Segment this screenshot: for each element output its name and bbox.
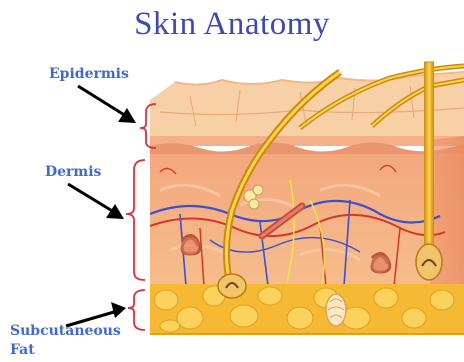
- pointer-arrows: [66, 86, 136, 326]
- dermis-arrow: [68, 184, 124, 219]
- epidermis-layer: [150, 72, 464, 156]
- dermis-bracket: [126, 160, 145, 280]
- fat-arrow: [66, 302, 126, 326]
- dermis-layer: [150, 136, 464, 300]
- subcutaneous-fat-layer: [150, 284, 464, 334]
- epidermis-arrow: [78, 86, 136, 123]
- fat-bracket: [128, 290, 145, 330]
